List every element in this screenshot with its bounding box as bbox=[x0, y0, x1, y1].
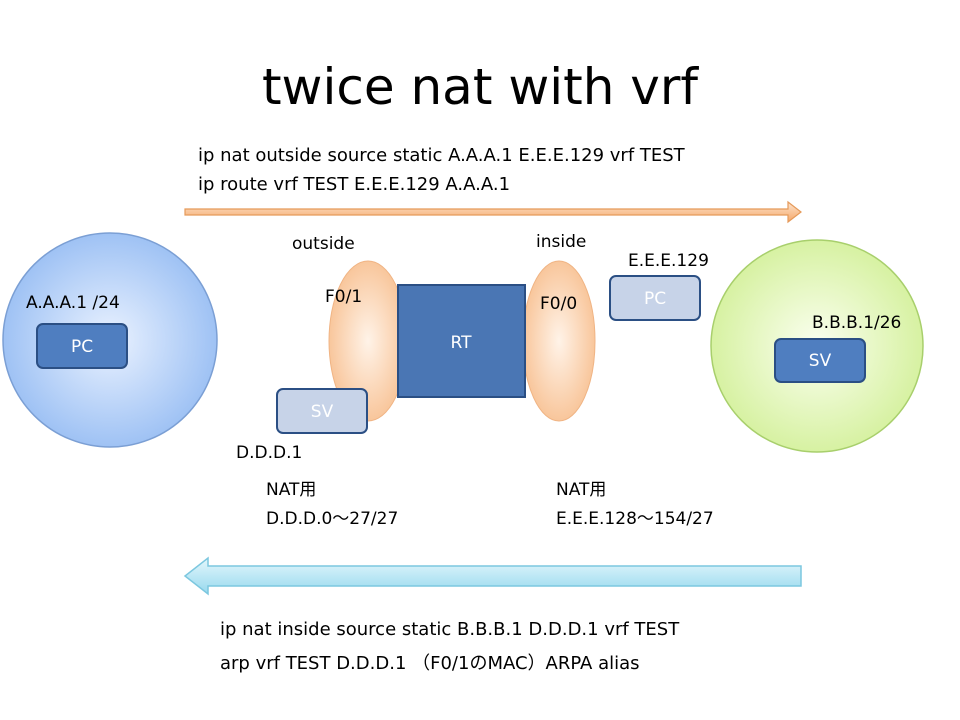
nat-pool-left-range: D.D.D.0～27/27 bbox=[266, 509, 399, 529]
nat-pool-right-range: E.E.E.128～154/27 bbox=[556, 509, 714, 529]
virtual-pc-box bbox=[609, 275, 701, 321]
outside-label: outside bbox=[292, 234, 355, 254]
left-pc-label: PC bbox=[71, 337, 93, 357]
virtual-sv-address: D.D.D.1 bbox=[236, 443, 303, 463]
right-sv-box bbox=[774, 338, 866, 383]
inside-label: inside bbox=[536, 232, 587, 252]
bottom-command-line-1: ip nat inside source static B.B.B.1 D.D.… bbox=[220, 619, 680, 640]
left-pc-box bbox=[36, 323, 128, 369]
top-flow-arrow bbox=[184, 200, 802, 224]
top-command-line-1: ip nat outside source static A.A.A.1 E.E… bbox=[198, 145, 685, 166]
inside-interface-oval bbox=[522, 260, 596, 422]
left-network-address: A.A.A.1 /24 bbox=[26, 293, 120, 313]
virtual-sv-box bbox=[276, 388, 368, 434]
bottom-flow-arrow bbox=[183, 556, 802, 596]
nat-pool-right-title: NAT用 bbox=[556, 480, 607, 500]
virtual-sv-label: SV bbox=[311, 402, 334, 422]
outside-interface-label: F0/1 bbox=[325, 287, 363, 307]
virtual-pc-label: PC bbox=[644, 289, 666, 309]
right-sv-label: SV bbox=[809, 351, 832, 371]
nat-pool-left-title: NAT用 bbox=[266, 480, 317, 500]
bottom-command-line-2: arp vrf TEST D.D.D.1 （F0/1のMAC）ARPA alia… bbox=[220, 653, 640, 674]
right-network-address: B.B.B.1/26 bbox=[812, 313, 902, 333]
router-label: RT bbox=[451, 333, 473, 353]
virtual-pc-address: E.E.E.129 bbox=[628, 251, 709, 271]
inside-interface-label: F0/0 bbox=[540, 294, 578, 314]
page-title: twice nat with vrf bbox=[261, 58, 699, 116]
router-box bbox=[397, 284, 526, 398]
top-command-line-2: ip route vrf TEST E.E.E.129 A.A.A.1 bbox=[198, 174, 511, 195]
